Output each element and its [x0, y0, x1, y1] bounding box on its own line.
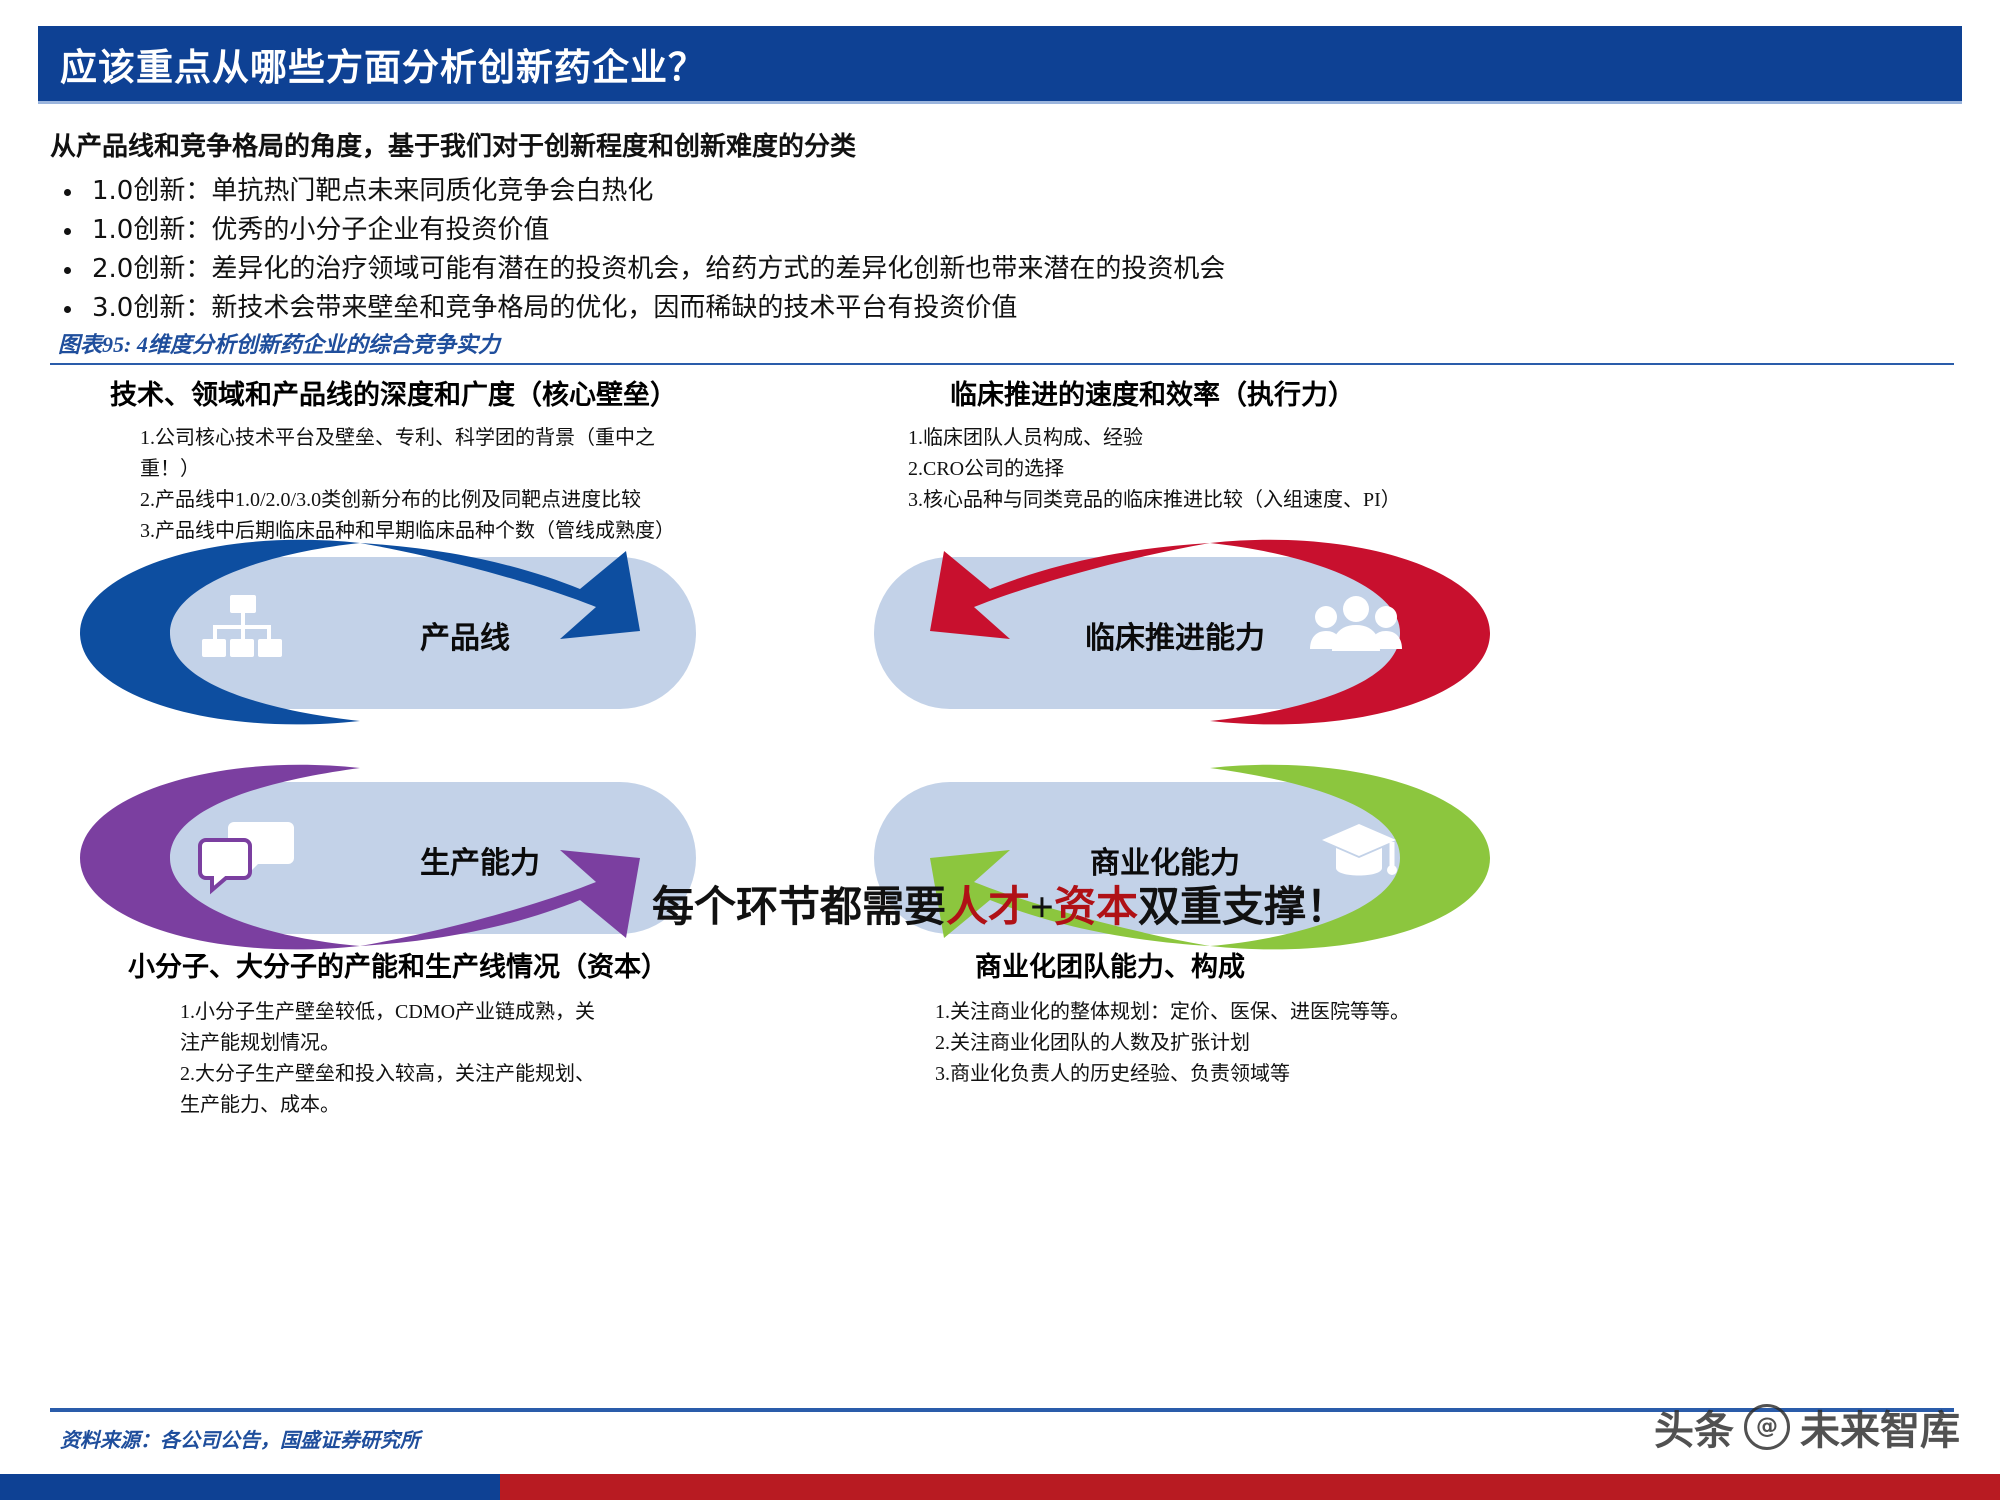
- list-item: 1.0创新：优秀的小分子企业有投资价值: [50, 211, 1950, 250]
- quadrant-heading-manufacturing: 小分子、大分子的产能和生产线情况（资本）: [128, 952, 668, 983]
- watermark-at-icon: @: [1744, 1404, 1790, 1450]
- chat-bubbles-icon: [198, 820, 294, 895]
- list-item: 生产能力、成本。: [180, 1094, 340, 1116]
- watermark: 头条 @ 未来智库: [1654, 1398, 1960, 1456]
- header-underline: [38, 101, 1962, 104]
- list-item: 1.0创新：单抗热门靶点未来同质化竞争会白热化: [50, 172, 1950, 211]
- figure-caption: 图表95: 4维度分析创新药企业的综合竞争实力: [58, 332, 500, 357]
- intro-bullet-list: 1.0创新：单抗热门靶点未来同质化竞争会白热化 1.0创新：优秀的小分子企业有投…: [50, 172, 1950, 328]
- list-item: 1.临床团队人员构成、经验: [908, 427, 1143, 449]
- footer-rule: [50, 1408, 1954, 1412]
- list-item: 3.0创新：新技术会带来壁垒和竞争格局的优化，因而稀缺的技术平台有投资价值: [50, 289, 1950, 328]
- swirl-label-product-line: 产品线: [420, 621, 510, 656]
- page-title: 应该重点从哪些方面分析创新药企业？: [60, 45, 706, 89]
- swirl-label-manufacturing: 生产能力: [420, 846, 540, 881]
- org-chart-icon: [200, 593, 284, 667]
- slogan-plus: +: [1030, 885, 1054, 931]
- figure-rule: [50, 363, 1954, 365]
- people-group-icon: [1310, 593, 1402, 665]
- quadrant-points-commercialization: 1.关注商业化的整体规划：定价、医保、进医院等等。 2.关注商业化团队的人数及扩…: [935, 997, 1655, 1090]
- four-dimension-diagram: 技术、领域和产品线的深度和广度（核心壁垒） 1.公司核心技术平台及壁垒、专利、科…: [50, 365, 1954, 1390]
- watermark-text: 未来智库: [1800, 1408, 1960, 1454]
- source-note: 资料来源：各公司公告，国盛证券研究所: [60, 1430, 420, 1452]
- swirl-shape-clinical: 临床推进能力: [810, 535, 1510, 730]
- graduation-cap-icon: [1320, 818, 1398, 890]
- list-item: 2.关注商业化团队的人数及扩张计划: [935, 1032, 1250, 1054]
- intro-lead: 从产品线和竞争格局的角度，基于我们对于创新程度和创新难度的分类: [50, 132, 857, 162]
- center-slogan: 每个环节都需要人才+资本双重支撑！: [0, 873, 2000, 934]
- quadrant-heading-commercialization: 商业化团队能力、构成: [975, 952, 1245, 983]
- slogan-highlight-talent: 人才: [946, 885, 1031, 931]
- quadrant-points-product-line: 1.公司核心技术平台及壁垒、专利、科学团的背景（重中之 重！） 2.产品线中1.…: [140, 423, 780, 547]
- quadrant-heading-clinical: 临床推进的速度和效率（执行力）: [950, 380, 1355, 411]
- slogan-prefix: 每个环节都需要: [652, 885, 947, 931]
- swirl-shape-commercialization: 商业化能力: [810, 760, 1510, 955]
- list-item: 2.大分子生产壁垒和投入较高，关注产能规划、: [180, 1063, 595, 1085]
- intro-block: 从产品线和竞争格局的角度，基于我们对于创新程度和创新难度的分类 1.0创新：单抗…: [50, 128, 1950, 328]
- swirl-label-clinical: 临床推进能力: [1085, 621, 1265, 656]
- list-item: 3.商业化负责人的历史经验、负责领域等: [935, 1063, 1290, 1085]
- quadrant-points-clinical: 1.临床团队人员构成、经验 2.CRO公司的选择 3.核心品种与同类竞品的临床推…: [908, 423, 1608, 516]
- list-item: 1.小分子生产壁垒较低，CDMO产业链成熟，关: [180, 1001, 596, 1023]
- list-item: 1.公司核心技术平台及壁垒、专利、科学团的背景（重中之: [140, 427, 655, 449]
- list-item: 注产能规划情况。: [180, 1032, 340, 1054]
- list-item: 2.产品线中1.0/2.0/3.0类创新分布的比例及同靶点进度比较: [140, 489, 642, 511]
- watermark-prefix: 头条: [1654, 1408, 1734, 1454]
- swirl-shape-manufacturing: 生产能力: [60, 760, 750, 955]
- footer-bar-red: [500, 1474, 2000, 1500]
- header-bar: 应该重点从哪些方面分析创新药企业？: [38, 26, 1962, 101]
- quadrant-points-manufacturing: 1.小分子生产壁垒较低，CDMO产业链成熟，关 注产能规划情况。 2.大分子生产…: [180, 997, 740, 1121]
- list-item: 重！）: [140, 458, 200, 480]
- slogan-suffix: 双重支撑！: [1137, 885, 1348, 931]
- swirl-label-commercialization: 商业化能力: [1090, 846, 1240, 881]
- list-item: 3.核心品种与同类竞品的临床推进比较（入组速度、PI）: [908, 489, 1401, 511]
- list-item: 1.关注商业化的整体规划：定价、医保、进医院等等。: [935, 1001, 1410, 1023]
- list-item: 2.0创新：差异化的治疗领域可能有潜在的投资机会，给药方式的差异化创新也带来潜在…: [50, 250, 1950, 289]
- slogan-highlight-capital: 资本: [1053, 885, 1138, 931]
- list-item: 2.CRO公司的选择: [908, 458, 1065, 480]
- list-item: 3.产品线中后期临床品种和早期临床品种个数（管线成熟度）: [140, 520, 675, 542]
- quadrant-heading-product-line: 技术、领域和产品线的深度和广度（核心壁垒）: [110, 380, 677, 411]
- footer-bar-blue: [0, 1474, 500, 1500]
- swirl-shape-product-line: 产品线: [60, 535, 750, 730]
